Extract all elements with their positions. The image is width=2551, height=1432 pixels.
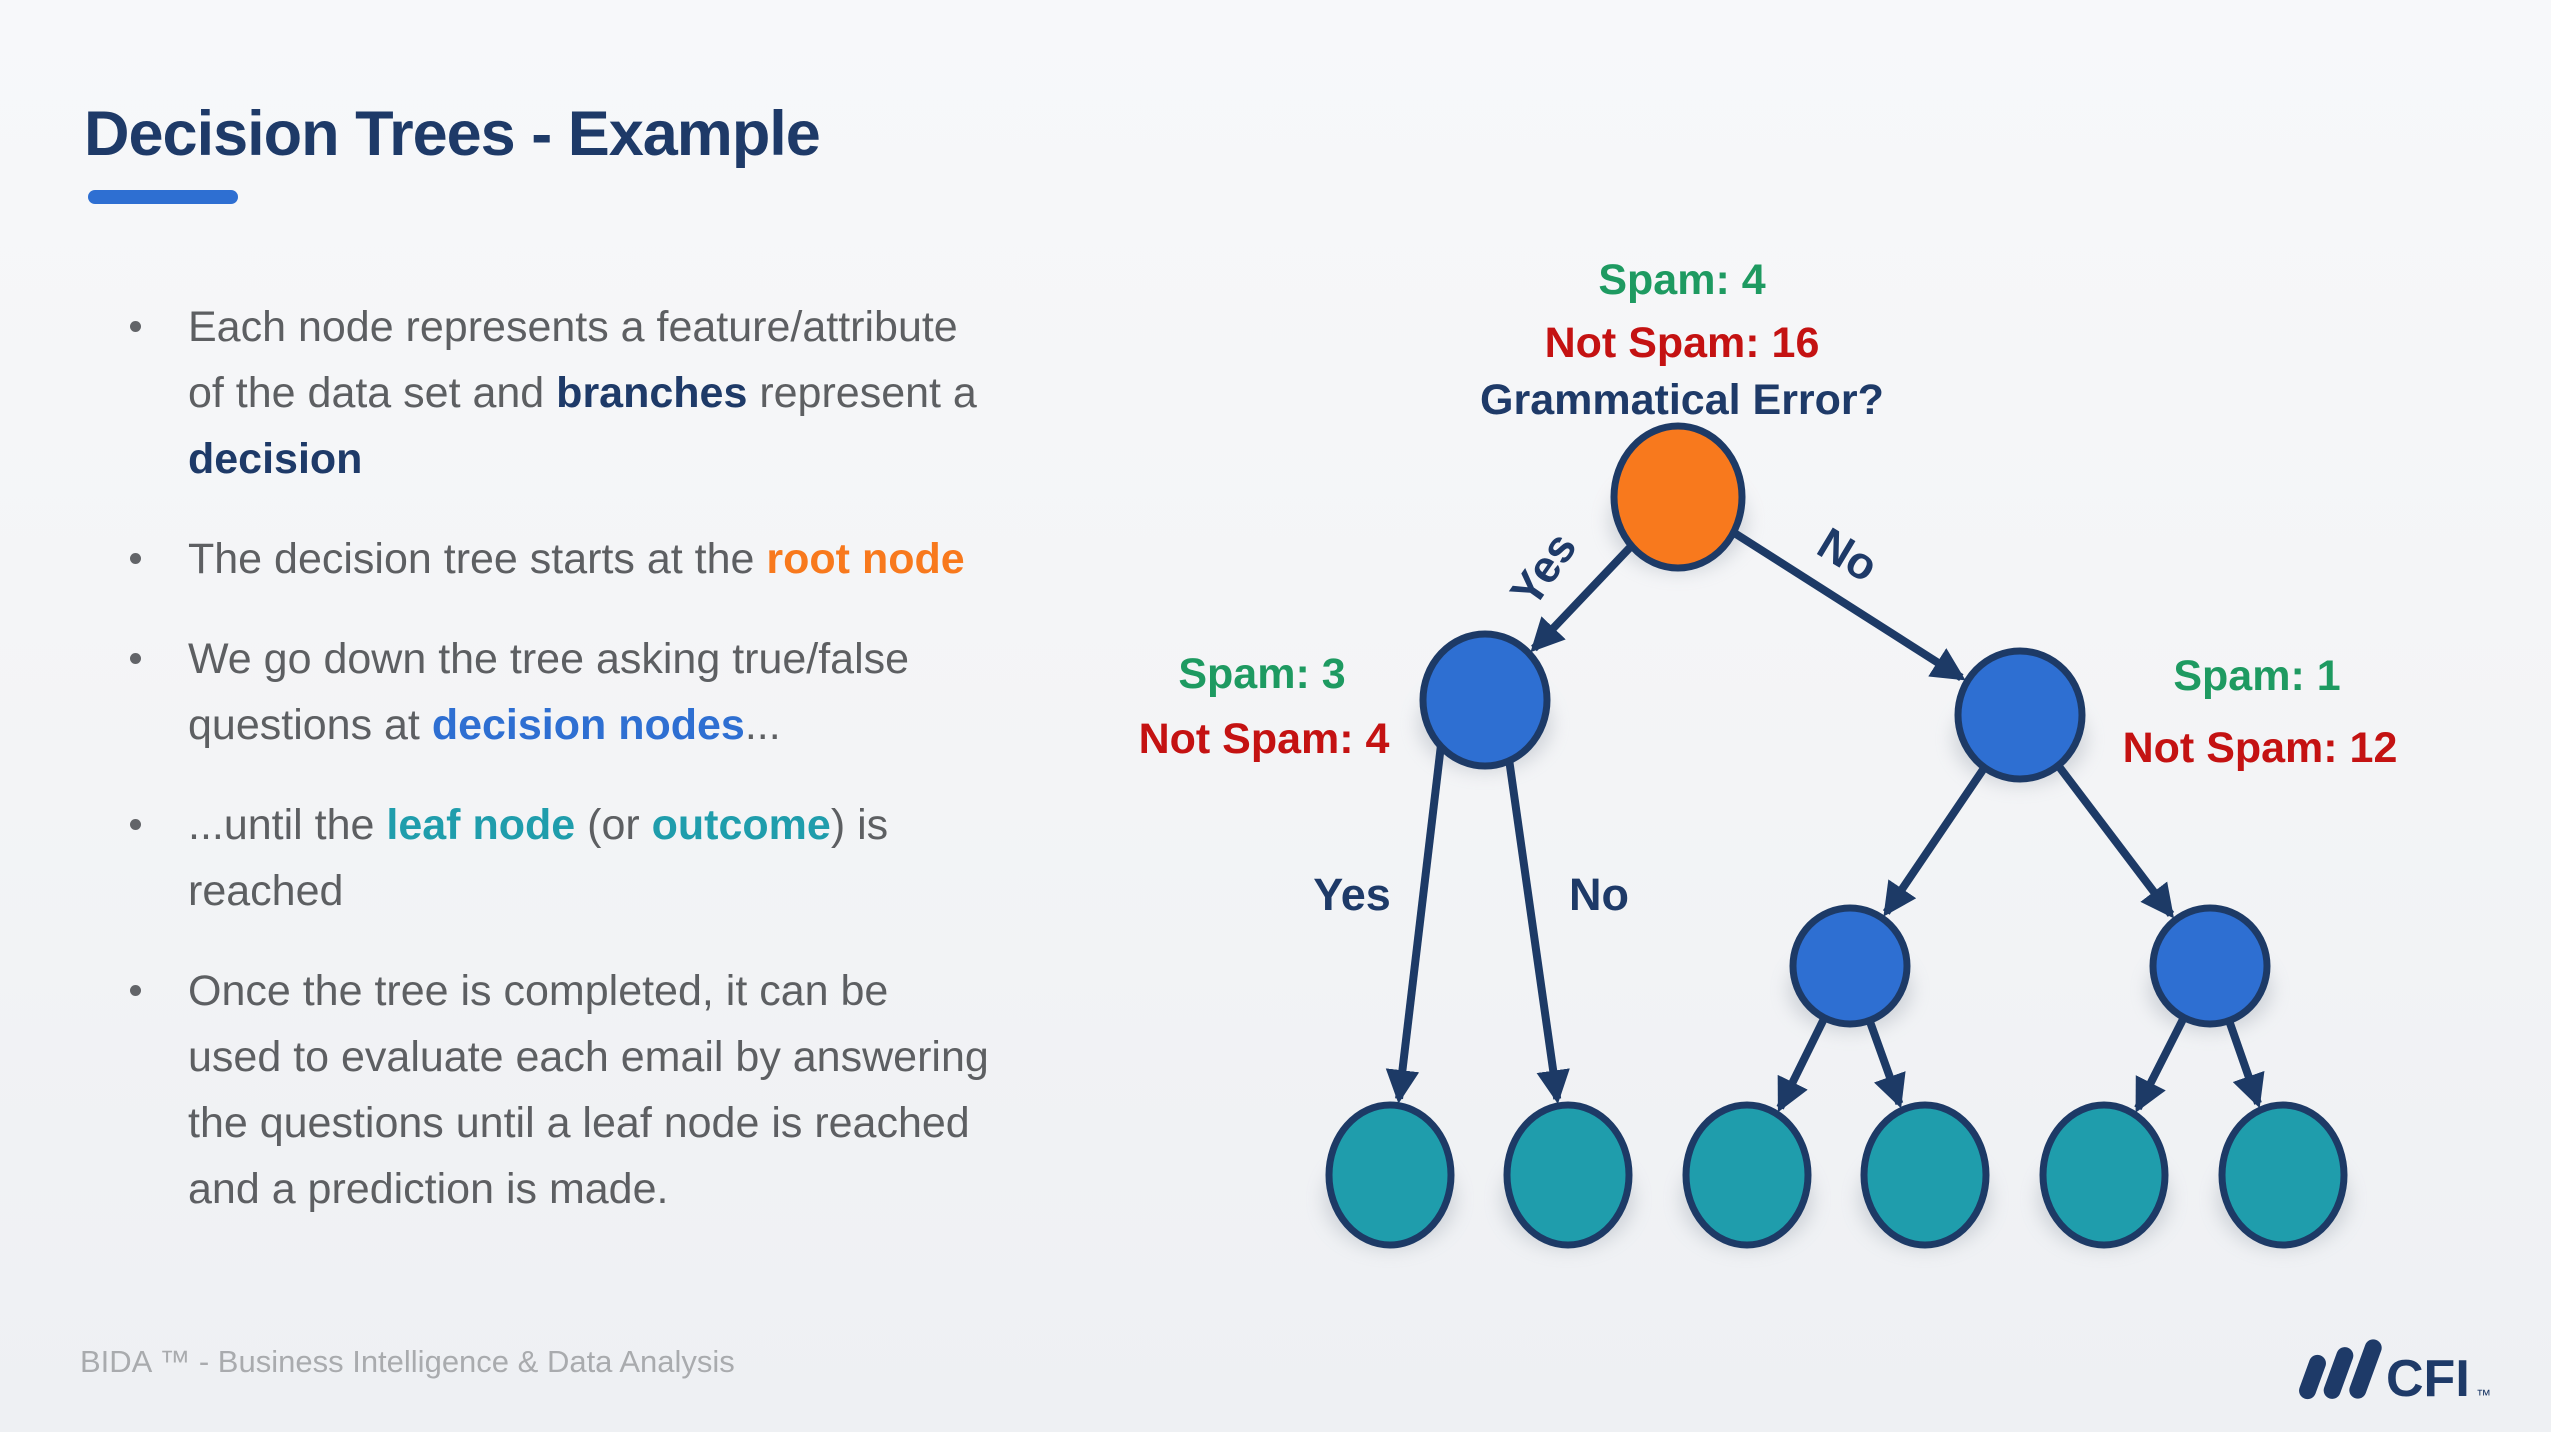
bullet-text-run: questions at [188,701,432,749]
decision-node-right [1954,647,2086,783]
bullet-text-run: decision [188,435,363,483]
left-not-spam-count: Not Spam: 4 [1139,715,1390,763]
cfi-logo-bars-icon [2299,1339,2382,1400]
bullet-text-run: root node [766,535,965,583]
tree-edge-root-node-to-decision-node-left [1530,544,1634,653]
bullet-marker [130,653,141,664]
leaf-node-4 [1860,1101,1990,1249]
right-spam-count: Spam: 1 [2173,652,2340,700]
root-spam-count: Spam: 4 [1598,256,1765,304]
leaf-node-6 [2218,1101,2348,1249]
decision-node-mid-left [1789,904,1911,1028]
bullet-text-run: ...until the [188,801,387,849]
bullet-line: of the data set and branches represent a [188,360,1216,426]
bullet-line: used to evaluate each email by answering [188,1024,1216,1090]
bullet-line: ...until the leaf node (or outcome) is [188,792,1216,858]
cfi-logo-text: CFI [2386,1350,2470,1408]
cfi-logo-tm: ™ [2476,1387,2491,1404]
tree-edge-decision-node-mid-right-to-leaf-node-6 [2225,1021,2265,1109]
bullet-text-run: outcome [651,801,831,849]
root-question: Grammatical Error? [1480,376,1884,424]
leaf-node-3 [1682,1101,1812,1249]
left-spam-count: Spam: 3 [1178,650,1345,698]
bullet-line: Once the tree is completed, it can be [188,958,1216,1024]
bullet-line: We go down the tree asking true/false [188,626,1216,692]
decision-node-mid-right [2149,904,2271,1028]
bullet-line: the questions until a leaf node is reach… [188,1090,1216,1156]
right-not-spam-count: Not Spam: 12 [2123,724,2398,772]
bullet-marker [130,819,141,830]
leaf-node-5 [2039,1101,2169,1249]
tree-edge-decision-node-mid-left-to-leaf-node-3 [1776,1017,1828,1113]
bullet-line: questions at decision nodes... [188,692,1216,758]
bullet-marker [130,321,141,332]
bullet-marker [130,985,141,996]
bullet-text-run: The decision tree starts at the [188,535,767,583]
tree-edge-decision-node-left-to-leaf-node-2 [1503,744,1570,1104]
bullet-line: decision [188,426,1216,492]
footer-text: BIDA ™ - Business Intelligence & Data An… [80,1344,735,1379]
edge-label-left-right: No [1569,869,1629,920]
bullet-text-run: leaf node [386,801,576,849]
bullet-item: ...until the leaf node (or outcome) is re… [126,792,1216,924]
tree-edge-decision-node-left-to-leaf-node-1 [1385,744,1445,1104]
bullet-item: The decision tree starts at the root nod… [126,526,1216,592]
cfi-logo: CFI ™ [2299,1339,2491,1408]
title-underline [88,190,238,204]
bullet-marker [130,553,141,564]
bullet-line: The decision tree starts at the root nod… [188,526,1216,592]
edge-label-root-right: No [1809,517,1887,592]
tree-edge-decision-node-right-to-decision-node-mid-left [1882,766,1987,917]
bullet-line: reached [188,858,1216,924]
bullet-text-run: ) is [830,801,889,849]
bullet-text-run: decision nodes [431,701,745,749]
bullet-text-run: branches [556,369,748,417]
bullet-item: Each node represents a feature/attribute… [126,294,1216,492]
bullet-item: Once the tree is completed, it can be use… [126,958,1216,1222]
tree-edge-decision-node-right-to-decision-node-mid-right [2056,764,2175,919]
bullet-text-run: used to evaluate each email by answering [188,1033,989,1081]
leaf-node-2 [1503,1101,1633,1249]
bullet-text-run: (or [575,801,652,849]
leaf-node-1 [1325,1101,1455,1249]
bullet-line: Each node represents a feature/attribute [188,294,1216,360]
root-not-spam-count: Not Spam: 16 [1545,319,1820,367]
bullet-text-run: ... [744,701,781,749]
bullet-text-run: the questions until a leaf node is reach… [188,1099,970,1147]
tree-edge-root-node-to-decision-node-right [1733,530,1966,681]
bullet-item: We go down the tree asking true/false que… [126,626,1216,758]
bullet-text-run: reached [188,867,344,915]
bullet-text-run: We go down the tree asking true/false [188,635,910,683]
bullet-text-run: Each node represents a feature/attribute [188,303,958,351]
bullet-line: and a prediction is made. [188,1156,1216,1222]
tree-edge-decision-node-mid-right-to-leaf-node-5 [2134,1017,2187,1113]
edge-label-left-left: Yes [1313,869,1391,920]
root-node [1610,422,1746,572]
bullet-text-run: and a prediction is made. [188,1165,669,1213]
bullet-list: Each node represents a feature/attribute… [126,294,1216,1256]
tree-edge-decision-node-mid-left-to-leaf-node-4 [1866,1021,1906,1109]
bullet-text-run: Once the tree is completed, it can be [188,967,889,1015]
decision-node-left [1419,630,1551,770]
bullet-text-run: of the data set and [188,369,557,417]
page-title: Decision Trees - Example [84,99,821,169]
bullet-text-run: represent a [747,369,977,417]
